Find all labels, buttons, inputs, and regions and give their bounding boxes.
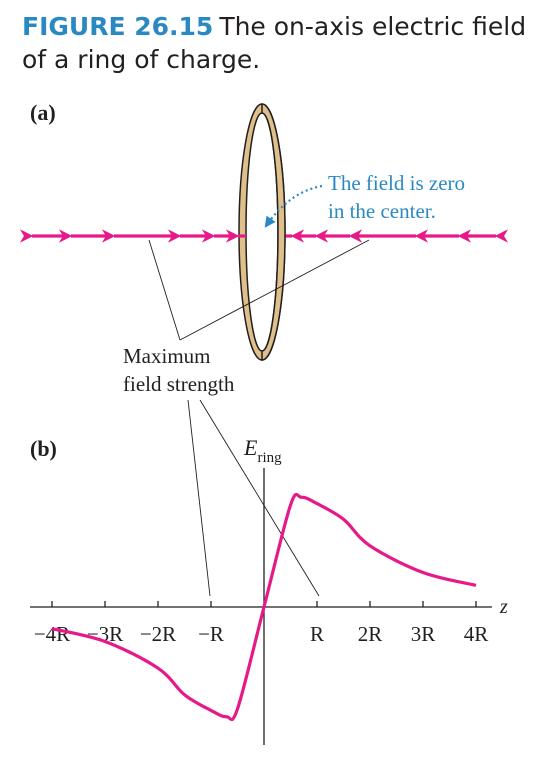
field-curve	[51, 492, 477, 722]
x-tick-label: −4R	[34, 622, 70, 646]
max-leader-lines-b	[187, 399, 320, 597]
ring-front-edge	[261, 103, 286, 361]
callout-line-1: The field is zero	[328, 171, 465, 195]
max-leader-lines-a	[148, 239, 370, 341]
x-ticks	[51, 601, 477, 607]
x-tick-label: −2R	[140, 622, 176, 646]
max-label-line-2: field strength	[123, 372, 235, 396]
x-tick-label: 4R	[464, 622, 489, 646]
y-axis-label: Ering	[243, 435, 282, 466]
callout-line-2: in the center.	[328, 199, 436, 223]
x-tick-label: 2R	[358, 622, 383, 646]
x-tick-label: R	[310, 622, 324, 646]
center-callout-arrow	[264, 184, 323, 228]
panel-b-label: (b)	[30, 436, 57, 461]
x-tick-label: −R	[198, 622, 224, 646]
max-label-line-1: Maximum	[123, 344, 211, 368]
y-axis-label-sub: ring	[257, 450, 282, 466]
caption-text: The on-axis electric field of a ring of …	[22, 12, 527, 74]
panel-a-label: (a)	[30, 100, 56, 125]
x-axis-label: z	[499, 596, 508, 618]
x-tick-label: 3R	[411, 622, 436, 646]
y-axis-label-main: E	[243, 435, 258, 460]
figure-label: FIGURE 26.15	[22, 12, 214, 41]
